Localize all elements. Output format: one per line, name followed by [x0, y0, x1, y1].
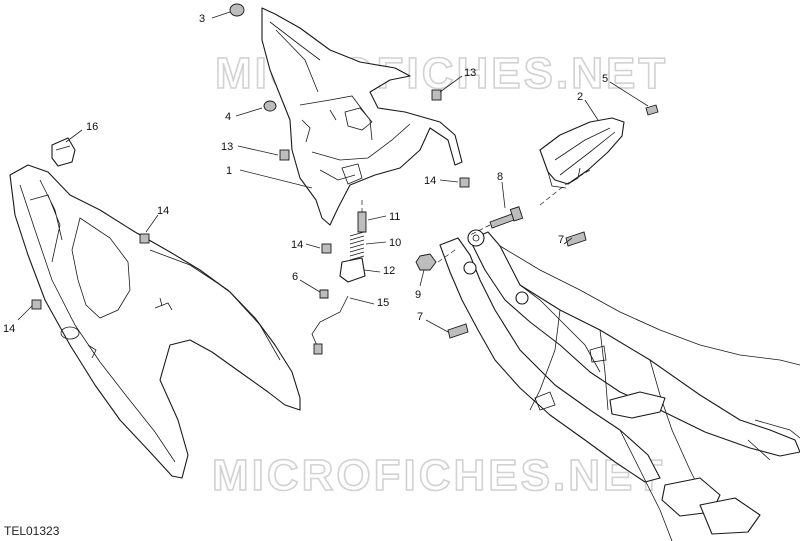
- rubber-cap-3: [229, 3, 245, 17]
- callout-14-panel: 14: [157, 205, 169, 217]
- bracket-12: [339, 257, 366, 283]
- clip-14c: [321, 243, 332, 254]
- callout-6: 6: [292, 271, 298, 283]
- callout-12: 12: [383, 265, 395, 277]
- callout-16: 16: [86, 121, 98, 133]
- watermark-bottom: MICROFICHES.NET: [212, 451, 665, 500]
- clip-14a: [459, 177, 470, 188]
- hardware: [31, 3, 659, 355]
- clip-14b: [139, 233, 150, 244]
- cable-15: [311, 295, 349, 349]
- assembly-line-3: [437, 249, 456, 263]
- assembly-line-2: [539, 169, 591, 206]
- callout-14-spring: 14: [291, 239, 303, 251]
- clip-nut-13b: [279, 149, 290, 161]
- callout-14-left: 14: [3, 323, 15, 335]
- screw-6: [319, 289, 329, 299]
- diagram-reference-code: TEL01323: [4, 524, 60, 538]
- grab-handle-part: [539, 117, 625, 189]
- callout-9: 9: [415, 289, 421, 301]
- nut-9: [415, 253, 437, 271]
- tail-support-part: [261, 7, 463, 226]
- callout-14-center: 14: [424, 175, 436, 187]
- spring-10: [349, 231, 365, 261]
- screw-5: [645, 104, 659, 116]
- rear-subframe-part: [439, 229, 800, 541]
- callout-7-right: 7: [558, 234, 564, 246]
- callout-2: 2: [577, 91, 583, 103]
- assembly-line-1: [469, 224, 491, 236]
- bolt-7b: [447, 323, 469, 339]
- rubber-buffer-4: [263, 100, 277, 112]
- callout-11: 11: [389, 211, 400, 223]
- callout-15: 15: [377, 297, 389, 309]
- bolt-7a: [565, 231, 587, 247]
- callouts: 3 13 5 2 4 16 13 1 14 8 14 11 14 10 7 6: [3, 11, 649, 335]
- screw-11: [357, 211, 367, 233]
- callout-8: 8: [497, 171, 503, 183]
- bolt-8: [489, 213, 515, 229]
- callout-4: 4: [225, 111, 231, 123]
- callout-1: 1: [226, 165, 232, 177]
- clip-nut-13a: [431, 89, 442, 101]
- callout-13-left: 13: [221, 141, 233, 153]
- callout-5: 5: [602, 73, 608, 85]
- clip-14d: [31, 299, 42, 310]
- side-panel-part: [9, 164, 301, 479]
- callout-13-top: 13: [464, 67, 476, 79]
- callout-10: 10: [389, 237, 401, 249]
- callout-3: 3: [199, 13, 205, 25]
- callout-7-bottom: 7: [417, 311, 423, 323]
- bracket-part-16: [51, 137, 76, 167]
